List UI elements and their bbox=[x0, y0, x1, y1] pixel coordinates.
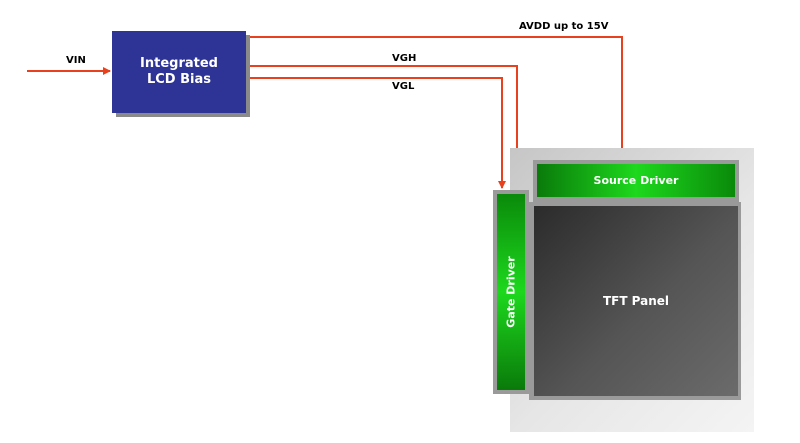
source-driver-label: Source Driver bbox=[593, 174, 679, 187]
tft-panel-label: TFT Panel bbox=[602, 294, 670, 308]
tft-panel-block: TFT Panel bbox=[534, 206, 738, 396]
bias-block-line2: LCD Bias bbox=[146, 72, 212, 87]
gate-driver-label: Gate Driver bbox=[504, 256, 518, 328]
vgh-label: VGH bbox=[392, 53, 417, 64]
gate-driver-block bbox=[497, 194, 525, 390]
avdd-line bbox=[247, 36, 626, 161]
vgl-line bbox=[247, 77, 506, 189]
source-driver-block: Source Driver bbox=[537, 164, 735, 197]
integrated-lcd-bias-block: Integrated LCD Bias bbox=[112, 31, 246, 113]
vgh-line bbox=[247, 65, 521, 189]
vgl-label: VGL bbox=[392, 81, 415, 92]
vin-label: VIN bbox=[66, 55, 86, 66]
bias-block-line1: Integrated bbox=[140, 56, 218, 71]
avdd-label: AVDD up to 15V bbox=[519, 21, 609, 32]
